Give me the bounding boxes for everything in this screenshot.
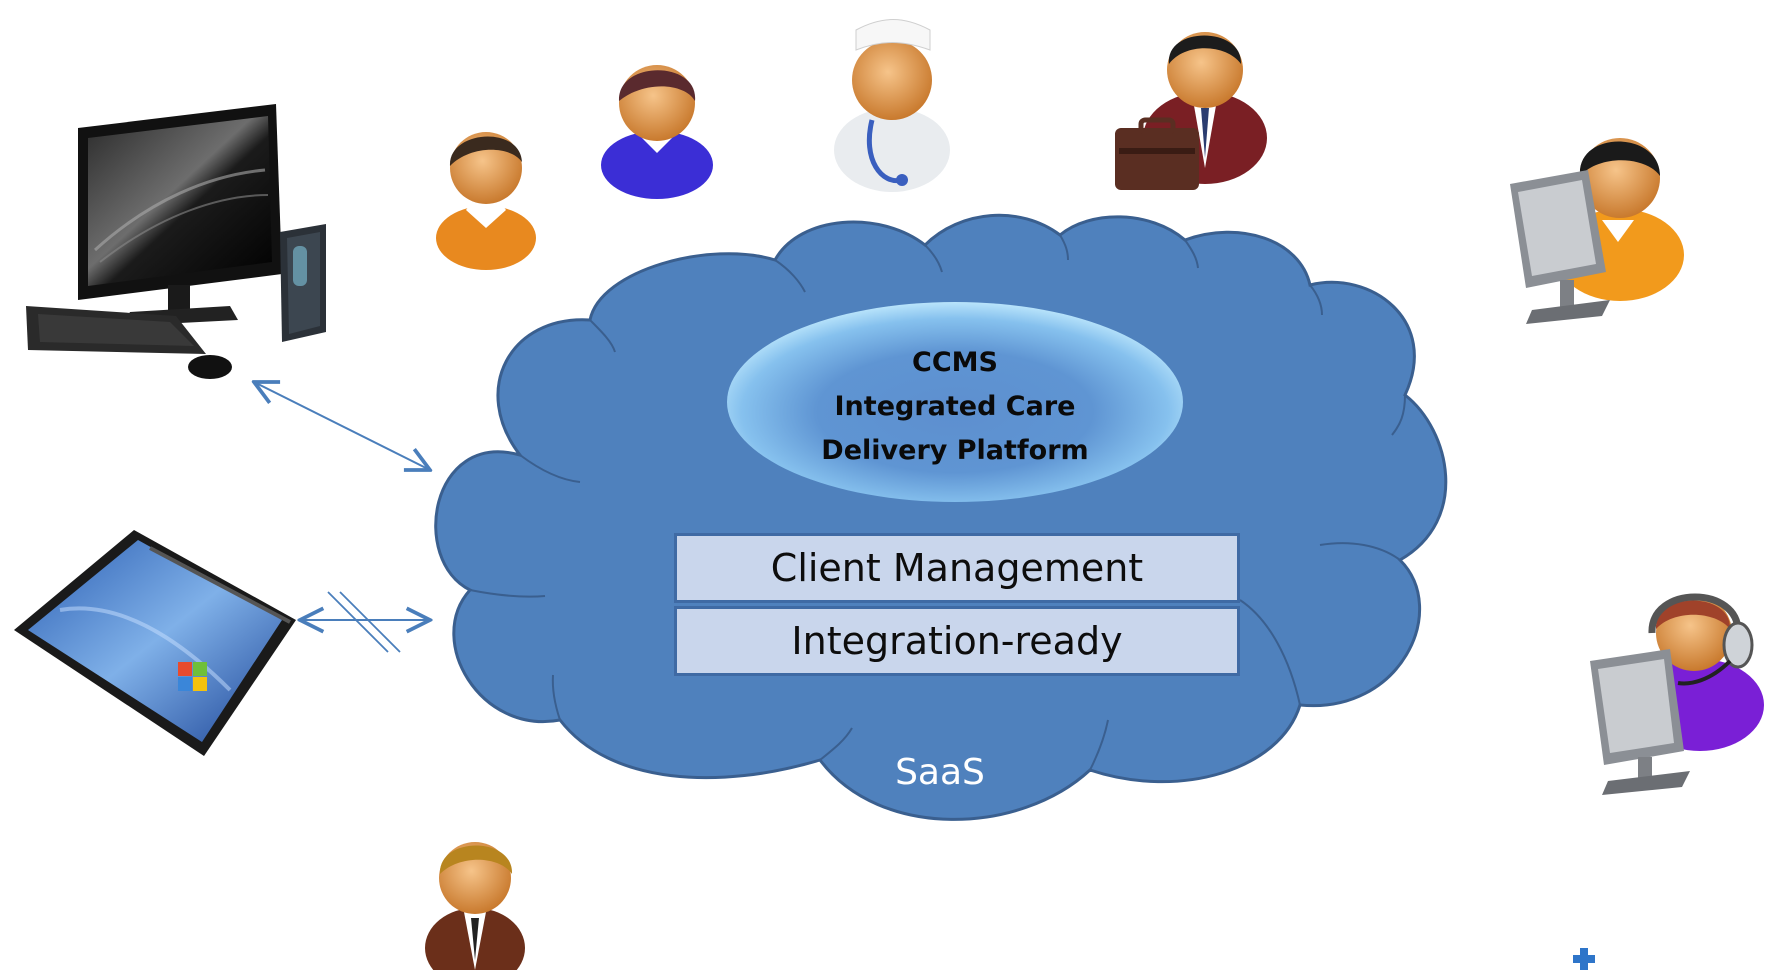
tablet-pc-icon bbox=[14, 530, 296, 756]
broken-link-slash-2 bbox=[339, 591, 401, 653]
platform-ellipse bbox=[727, 302, 1183, 502]
desktop-connection-arrow bbox=[254, 382, 430, 470]
module-integration-ready: Integration-ready bbox=[674, 606, 1240, 676]
computer-user-icon bbox=[1510, 138, 1684, 324]
cloud-label: SaaS bbox=[895, 752, 985, 793]
desktop-computer-icon bbox=[26, 104, 326, 379]
businessman-icon bbox=[1115, 32, 1267, 190]
platform-title-line2: Integrated Care bbox=[834, 391, 1076, 422]
logo-cross-icon bbox=[1573, 948, 1595, 970]
platform-title: CCMS Integrated Care Delivery Platform bbox=[760, 341, 1150, 473]
manager-icon bbox=[425, 842, 525, 970]
doctor-icon bbox=[834, 19, 950, 192]
broken-link-slash-1 bbox=[327, 591, 389, 653]
call-center-agent-icon bbox=[1590, 593, 1764, 795]
user-female-icon bbox=[601, 65, 713, 199]
platform-title-line1: CCMS bbox=[912, 347, 998, 378]
module-client-management: Client Management bbox=[674, 533, 1240, 603]
platform-title-line3: Delivery Platform bbox=[821, 435, 1089, 466]
user-icon bbox=[436, 132, 536, 270]
